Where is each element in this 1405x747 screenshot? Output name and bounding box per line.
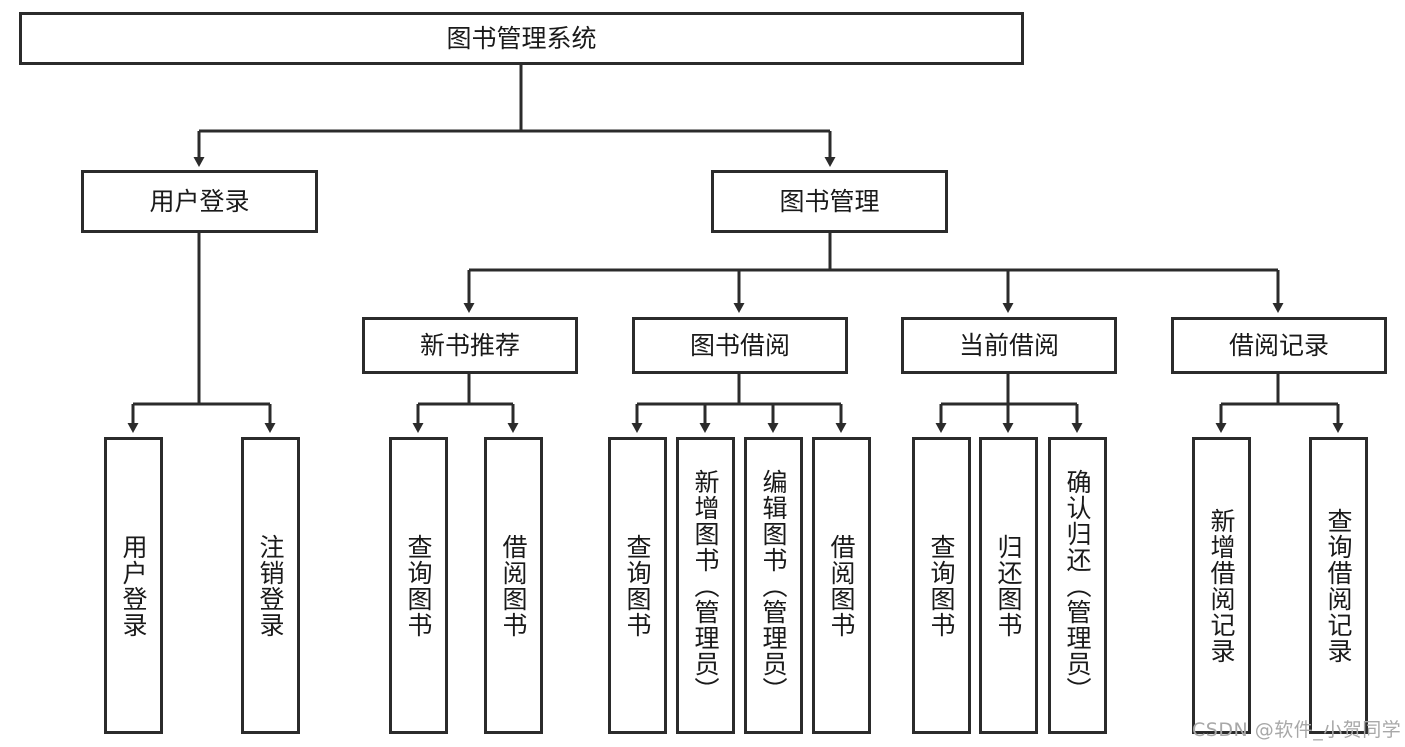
node-current-borrow[interactable]: 当前借阅 xyxy=(901,317,1117,374)
watermark-text: CSDN @软件_小贺同学 xyxy=(1192,719,1402,741)
leaf-borrow-book-1[interactable]: 借阅图书 xyxy=(484,437,543,734)
leaf-user-logout[interactable]: 注销登录 xyxy=(241,437,300,734)
node-book-borrow[interactable]: 图书借阅 xyxy=(632,317,848,374)
leaf-query-book-3[interactable]: 查询图书 xyxy=(912,437,971,734)
node-label: 注销登录 xyxy=(256,533,285,638)
node-label: 新增借阅记录 xyxy=(1207,507,1236,664)
node-label: 查询借阅记录 xyxy=(1324,507,1353,664)
csdn-watermark: CSDN @软件_小贺同学 xyxy=(1192,715,1401,742)
node-label: 图书管理系统 xyxy=(446,23,597,53)
node-label: 借阅图书 xyxy=(827,533,856,638)
node-label: 借阅记录 xyxy=(1228,330,1329,360)
leaf-query-book-1[interactable]: 查询图书 xyxy=(389,437,448,734)
node-label: 图书借阅 xyxy=(689,330,790,360)
node-label: 查询图书 xyxy=(623,533,652,638)
leaf-borrow-book-2[interactable]: 借阅图书 xyxy=(812,437,871,734)
node-label: 确认归还（管理员） xyxy=(1063,468,1092,703)
leaf-add-record[interactable]: 新增借阅记录 xyxy=(1192,437,1251,734)
node-label: 归还图书 xyxy=(994,533,1023,638)
node-borrow-record[interactable]: 借阅记录 xyxy=(1171,317,1387,374)
leaf-user-login[interactable]: 用户登录 xyxy=(104,437,163,734)
node-label: 图书管理 xyxy=(779,186,880,216)
node-label: 借阅图书 xyxy=(499,533,528,638)
leaf-confirm-return[interactable]: 确认归还（管理员） xyxy=(1048,437,1107,734)
node-label: 查询图书 xyxy=(927,533,956,638)
node-root-system[interactable]: 图书管理系统 xyxy=(19,12,1024,65)
node-label: 新书推荐 xyxy=(419,330,520,360)
node-label: 新增图书（管理员） xyxy=(691,468,720,703)
node-label: 当前借阅 xyxy=(958,330,1059,360)
leaf-query-record[interactable]: 查询借阅记录 xyxy=(1309,437,1368,734)
leaf-add-book[interactable]: 新增图书（管理员） xyxy=(676,437,735,734)
node-label: 用户登录 xyxy=(119,533,148,638)
leaf-query-book-2[interactable]: 查询图书 xyxy=(608,437,667,734)
node-label: 查询图书 xyxy=(404,533,433,638)
node-label: 编辑图书（管理员） xyxy=(759,468,788,703)
node-book-manage[interactable]: 图书管理 xyxy=(711,170,948,233)
node-new-book-recommend[interactable]: 新书推荐 xyxy=(362,317,578,374)
leaf-edit-book[interactable]: 编辑图书（管理员） xyxy=(744,437,803,734)
node-label: 用户登录 xyxy=(149,186,250,216)
leaf-return-book[interactable]: 归还图书 xyxy=(979,437,1038,734)
node-user-login[interactable]: 用户登录 xyxy=(81,170,318,233)
